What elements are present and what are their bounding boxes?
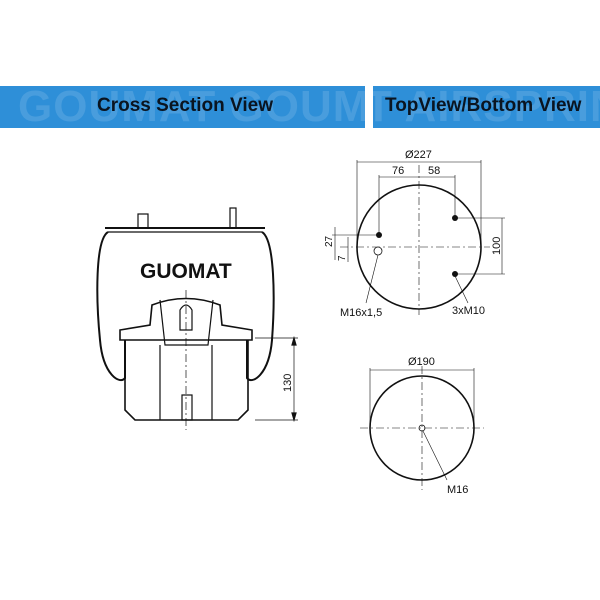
watermark: GOUMAT GOUMAT xyxy=(18,86,365,128)
dimension-7: 7 xyxy=(337,255,348,261)
dimension-58: 58 xyxy=(428,165,440,177)
studs-label: 3xM10 xyxy=(452,305,485,317)
bottom-view-drawing xyxy=(360,366,484,490)
air-inlet-label: M16x1,5 xyxy=(340,307,382,319)
cross-section-drawing xyxy=(96,207,298,430)
top-bottom-banner: T AIRSPRING TopView/Bottom View xyxy=(373,86,600,128)
top-diameter-dimension: Ø227 xyxy=(405,149,432,161)
cross-section-banner: GOUMAT GOUMAT Cross Section View xyxy=(0,86,365,128)
dimension-76: 76 xyxy=(392,165,404,177)
cross-section-title: Cross Section View xyxy=(97,95,273,116)
stud-holes xyxy=(376,215,458,277)
watermark: T AIRSPRING xyxy=(373,86,600,128)
center-thread-label: M16 xyxy=(447,484,468,496)
bottom-diameter-dimension: Ø190 xyxy=(408,356,435,368)
height-dimension: 130 xyxy=(282,374,294,392)
top-view-drawing xyxy=(332,160,505,315)
dimension-27: 27 xyxy=(324,235,335,247)
dimension-100: 100 xyxy=(491,237,503,255)
top-bottom-title: TopView/Bottom View xyxy=(385,95,582,116)
brand-label: GUOMAT xyxy=(140,260,232,283)
